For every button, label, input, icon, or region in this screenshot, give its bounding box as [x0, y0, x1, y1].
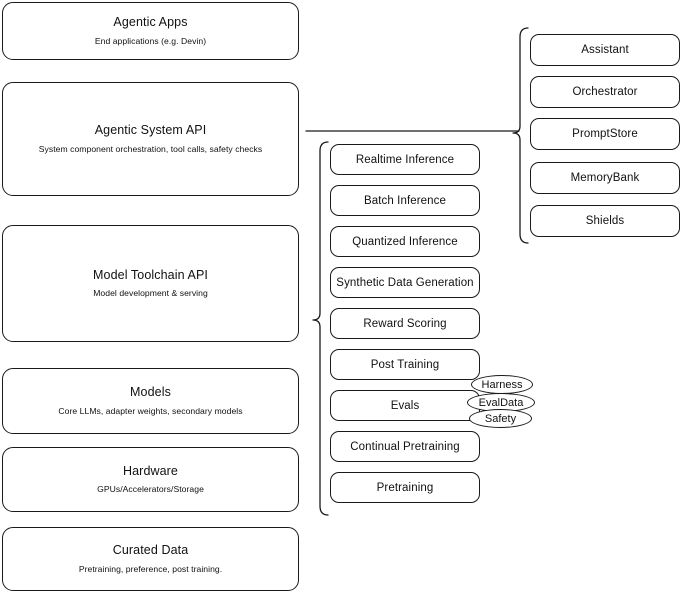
layer-title: Hardware: [123, 463, 178, 478]
layer-box-model-toolchain-api[interactable]: Model Toolchain API Model development & …: [2, 225, 299, 342]
toolchain-item-post-training[interactable]: Post Training: [330, 349, 480, 380]
toolchain-item-realtime-inference[interactable]: Realtime Inference: [330, 144, 480, 175]
layer-title: Models: [130, 385, 171, 400]
layer-title: Curated Data: [112, 543, 189, 558]
layer-subtitle: End applications (e.g. Devin): [94, 35, 207, 46]
system-item-assistant[interactable]: Assistant: [530, 34, 680, 66]
layer-subtitle: GPUs/Accelerators/Storage: [97, 484, 204, 495]
toolchain-item-evals[interactable]: Evals: [330, 390, 480, 421]
eval-badge-harness[interactable]: Harness: [471, 375, 533, 394]
toolchain-item-synthetic-data-generation[interactable]: Synthetic Data Generation: [330, 267, 480, 298]
system-item-shields[interactable]: Shields: [530, 205, 680, 237]
system-item-memorybank[interactable]: MemoryBank: [530, 162, 680, 194]
brace-toolchain-components: [312, 141, 329, 516]
toolchain-item-quantized-inference[interactable]: Quantized Inference: [330, 226, 480, 257]
toolchain-item-reward-scoring[interactable]: Reward Scoring: [330, 308, 480, 339]
layer-title: Agentic Apps: [113, 15, 188, 30]
layer-subtitle: Model development & serving: [93, 288, 208, 299]
eval-badge-safety[interactable]: Safety: [469, 409, 532, 428]
layer-box-agentic-apps[interactable]: Agentic Apps End applications (e.g. Devi…: [2, 2, 299, 60]
system-item-promptstore[interactable]: PromptStore: [530, 118, 680, 150]
layer-box-models[interactable]: Models Core LLMs, adapter weights, secon…: [2, 368, 299, 434]
layer-subtitle: Pretraining, preference, post training.: [78, 563, 223, 574]
layer-title: Agentic System API: [94, 123, 207, 138]
brace-system-components: [512, 27, 529, 244]
layer-subtitle: Core LLMs, adapter weights, secondary mo…: [58, 405, 243, 416]
layer-box-hardware[interactable]: Hardware GPUs/Accelerators/Storage: [2, 447, 299, 512]
layer-box-agentic-system-api[interactable]: Agentic System API System component orch…: [2, 82, 299, 196]
layer-subtitle: System component orchestration, tool cal…: [38, 143, 263, 154]
system-item-orchestrator[interactable]: Orchestrator: [530, 76, 680, 108]
layer-title: Model Toolchain API: [93, 267, 208, 282]
toolchain-item-pretraining[interactable]: Pretraining: [330, 472, 480, 503]
toolchain-item-continual-pretraining[interactable]: Continual Pretraining: [330, 431, 480, 462]
layer-box-curated-data[interactable]: Curated Data Pretraining, preference, po…: [2, 527, 299, 591]
toolchain-item-batch-inference[interactable]: Batch Inference: [330, 185, 480, 216]
